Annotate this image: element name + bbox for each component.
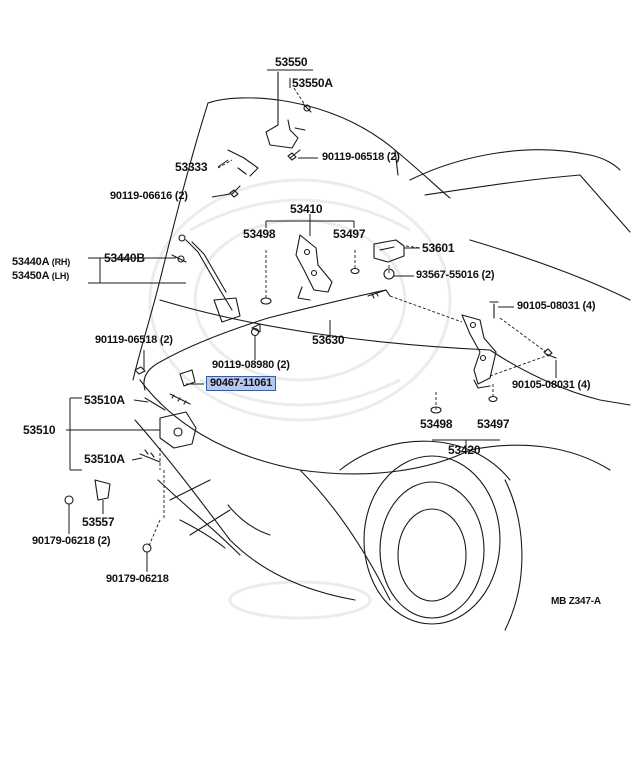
label-53557: 53557 [82,515,115,529]
label-53550A: 53550A [292,76,333,90]
watermark-emblem [148,178,452,620]
label-53450A-side: (LH) [51,271,69,281]
label-93567-55016: 93567-55016 (2) [416,269,495,281]
label-90105-08031-bottom: 90105-08031 (4) [512,379,591,391]
label-53550: 53550 [275,55,308,69]
hood-lock-support [265,71,312,149]
label-53630: 53630 [312,333,345,347]
label-53498-top: 53498 [243,227,276,241]
reference-code: MB Z347-A [551,596,601,607]
label-53510: 53510 [23,423,56,437]
hood-lock-assembly [94,369,197,501]
hood-gas-strut [171,234,241,323]
label-53510A-top: 53510A [84,393,125,407]
label-53498-bottom: 53498 [420,417,453,431]
hood-release-cable [143,289,391,391]
hood-hinge-left [295,234,333,301]
label-53497-top: 53497 [333,227,366,241]
label-53333: 53333 [175,160,208,174]
label-53450A: 53450A (LH) [12,271,69,282]
label-53410: 53410 [290,202,323,216]
windshield-outline [409,149,631,301]
label-90105-08031-top: 90105-08031 (4) [517,300,596,312]
label-90467-11061-highlighted[interactable]: 90467-11061 [206,376,277,391]
hood-lock-bracket [373,239,405,263]
label-53420: 53420 [448,443,481,457]
label-90179-06218: 90179-06218 [106,573,169,585]
leader-lines [66,69,557,572]
hood-outline [132,97,491,381]
label-90119-06616: 90119-06616 (2) [110,190,188,202]
dashed-leaders [147,72,547,549]
label-53601: 53601 [422,241,455,255]
label-53440A-number: 53440A [12,256,49,268]
label-53497-bottom: 53497 [477,417,510,431]
car-body-outline [134,349,631,601]
label-53440A: 53440A (RH) [12,257,70,268]
label-53440A-side: (RH) [51,257,70,267]
label-90119-06518-top: 90119-06518 (2) [322,151,400,163]
label-90119-08980: 90119-08980 (2) [212,359,290,371]
label-53510A-bottom: 53510A [84,452,125,466]
hood-support-rod [227,149,259,177]
wheel-outline [339,440,523,631]
label-53440B: 53440B [104,251,145,265]
washers [260,267,498,414]
label-53450A-number: 53450A [12,270,49,282]
label-90119-06518-left: 90119-06518 (2) [95,334,173,346]
hood-hinge-right [461,314,497,389]
label-90179-06218-2: 90179-06218 (2) [32,535,111,547]
